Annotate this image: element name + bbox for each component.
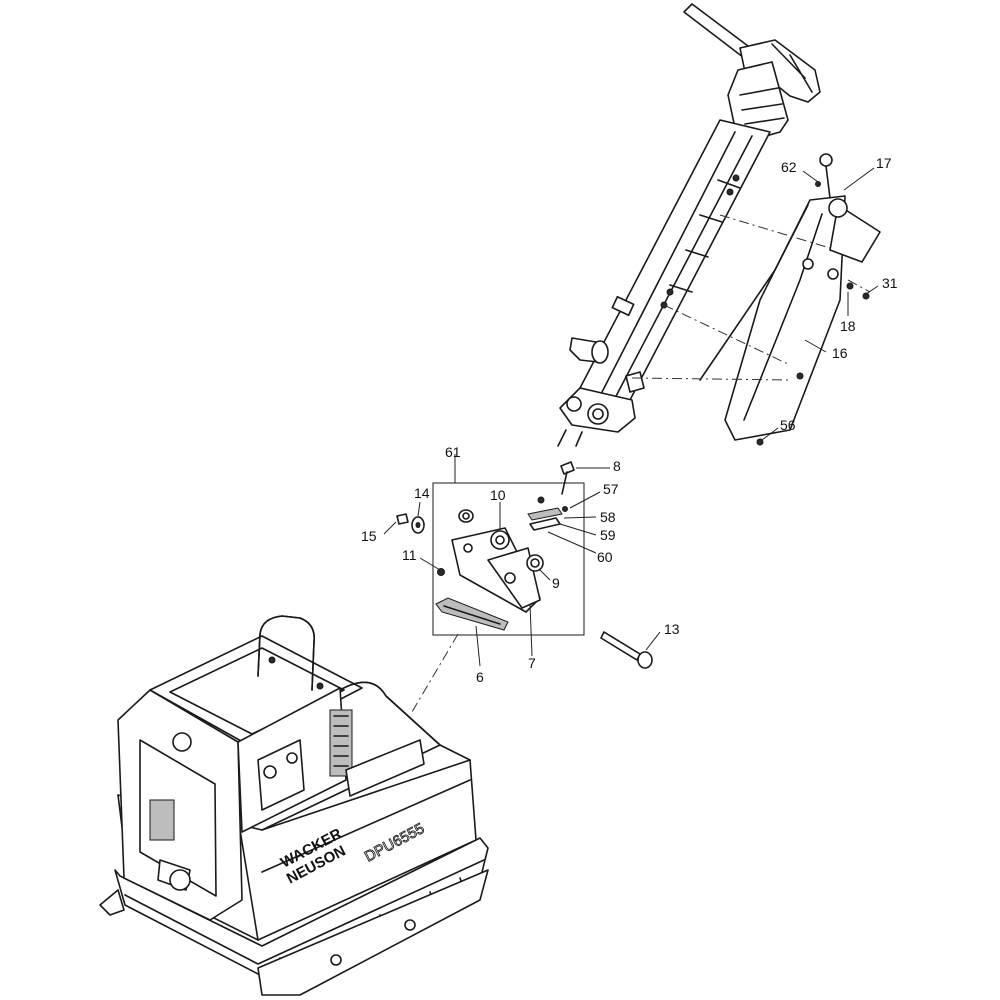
callout-7: 7 (528, 655, 536, 671)
callout-16: 16 (832, 345, 848, 361)
callout-6: 6 (476, 669, 484, 685)
callout-10: 10 (490, 487, 506, 503)
callout-labels: 62 17 31 18 16 56 61 8 14 10 57 15 58 59… (361, 155, 898, 685)
assembly-lines-top (631, 214, 871, 381)
handle-assembly (557, 3, 821, 447)
callout-61: 61 (445, 444, 461, 460)
screw-15 (396, 513, 409, 525)
callout-57: 57 (603, 481, 619, 497)
kit-box (432, 482, 585, 636)
callout-17: 17 (876, 155, 892, 171)
assembly-line-kit (411, 633, 459, 713)
callout-56: 56 (780, 417, 796, 433)
callout-18: 18 (840, 318, 856, 334)
callout-58: 58 (600, 509, 616, 525)
callout-11: 11 (402, 547, 417, 563)
kit-parts (435, 496, 568, 631)
callout-60: 60 (597, 549, 613, 565)
callout-9: 9 (552, 575, 560, 591)
callout-59: 59 (600, 527, 616, 543)
leader-lines (383, 167, 879, 667)
callout-14: 14 (414, 485, 430, 501)
callout-13: 13 (664, 621, 680, 637)
callout-62: 62 (781, 159, 797, 175)
bolt-13 (600, 631, 653, 669)
callout-31: 31 (882, 275, 898, 291)
callout-8: 8 (613, 458, 621, 474)
plate-compactor: WACKER NEUSON DPU6555 (99, 615, 489, 996)
washer-14 (411, 516, 425, 534)
callout-15: 15 (361, 528, 377, 544)
bolt-8 (560, 461, 575, 495)
handle-cover (699, 153, 881, 441)
